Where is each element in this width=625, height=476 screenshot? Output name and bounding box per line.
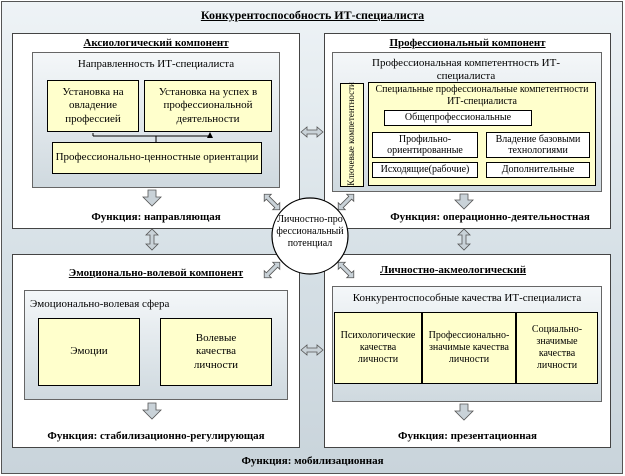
footer-function: Функция: мобилизационная (241, 455, 384, 467)
emotional-function: Функция: стабилизационно-регулирующая (47, 430, 265, 442)
axiological-title: Аксиологический компонент (83, 37, 229, 49)
professional-basetech-box: Владение базовыми технологиями (486, 132, 590, 158)
emotional-title: Эмоционально-волевой компонент (68, 267, 244, 279)
professional-key-box (340, 83, 364, 187)
center-label: Личностно-профессиональный потенциал (276, 214, 344, 249)
personal-title: Личностно-акмеологический (380, 264, 527, 276)
personal-inner-title: Конкурентоспособные качества ИТ-специали… (352, 292, 582, 304)
axiological-inner-title: Направленность ИТ-специалиста (77, 58, 235, 70)
emotional-box-will: Волевые качества личности (160, 318, 272, 386)
professional-function: Функция: операционно-деятельностная (390, 211, 590, 223)
diagram-title: Конкурентоспособность ИТ-специалиста (200, 8, 425, 22)
professional-special-title: Специальные профессиональные компетентно… (375, 84, 589, 107)
axiological-function: Функция: направляющая (91, 211, 221, 223)
personal-function: Функция: презентационная (398, 430, 537, 442)
personal-box-social: Социально-значимые качества личности (516, 312, 598, 384)
professional-general-box: Общепрофессиональные (384, 110, 532, 126)
axiological-box-success: Установка на успех в профессиональной де… (144, 80, 272, 132)
professional-title: Профессиональный компонент (389, 37, 546, 49)
personal-box-prof: Профессионально-значимые качества личнос… (422, 312, 516, 384)
professional-key-label: Ключевые компетентности (346, 82, 357, 186)
professional-inner-title: Профессиональная компетентность ИТ-специ… (372, 57, 560, 83)
axiological-box-values: Профессионально-ценностные ориентации (52, 142, 262, 174)
professional-profile-box: Профильно-ориентированные (372, 132, 478, 158)
professional-additional-box: Дополнительные (486, 162, 590, 178)
emotional-inner-title: Эмоционально-волевая сфера (30, 298, 170, 310)
axiological-box-mastery: Установка на овладение профессией (47, 80, 139, 132)
professional-source-box: Исходящие(рабочие) (372, 162, 478, 178)
emotional-box-emotions: Эмоции (38, 318, 140, 386)
personal-box-psych: Психологические качества личности (334, 312, 422, 384)
